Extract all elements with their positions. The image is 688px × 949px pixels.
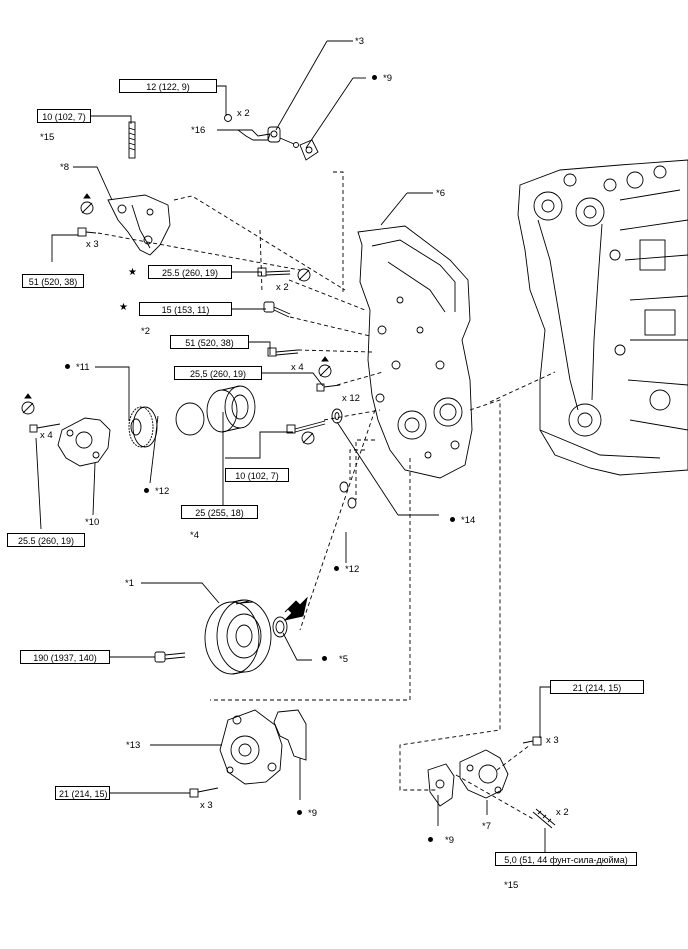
- qty-x12: x 12: [342, 393, 360, 404]
- gasket-part-9-top: [299, 139, 319, 161]
- seal-part-5: [272, 616, 288, 638]
- water-pump-part-13: [219, 709, 283, 785]
- torque-box-25-5-260-19-c: 25.5 (260, 19): [7, 533, 85, 547]
- torque-box-51-520-38-left: 51 (520, 38): [22, 274, 84, 288]
- bullet-dot: [144, 488, 149, 493]
- callout-6: *6: [436, 188, 445, 199]
- qty-x4-left: x 4: [40, 430, 53, 441]
- no-reuse-icon-c: [318, 356, 332, 378]
- qty-x3-pump: x 3: [200, 800, 213, 811]
- bracket-part-16: [224, 114, 271, 141]
- callout-13: *13: [126, 740, 141, 751]
- no-reuse-icon-b: [297, 268, 311, 282]
- callout-1: *1: [125, 578, 134, 589]
- bullet-dot: [334, 566, 339, 571]
- torque-box-12-122-9: 12 (122, 9): [119, 79, 217, 93]
- bullet-dot: [322, 656, 327, 661]
- cover-part-10: [57, 417, 111, 467]
- bolt-25-5-b: [316, 383, 341, 392]
- qty-x3-right: x 3: [546, 735, 559, 746]
- callout-9-bottom-right: *9: [445, 835, 454, 846]
- callout-7: *7: [482, 821, 491, 832]
- torque-box-5-0: 5,0 (51, 44 фунт-сила-дюйма): [495, 852, 637, 866]
- sensor-part-3: [267, 126, 299, 148]
- callout-4: *4: [190, 530, 199, 541]
- callout-5: *5: [339, 654, 348, 665]
- callout-15-top: *15: [40, 132, 55, 143]
- crankshaft-pulley-part-1: [204, 599, 272, 675]
- bolt-51-mid: [267, 347, 299, 357]
- qty-x2-stud: x 2: [556, 807, 569, 818]
- bullet-dot: [297, 810, 302, 815]
- o-ring-part-12-mid: [339, 481, 357, 509]
- no-reuse-icon-a: [80, 193, 94, 215]
- callout-12-mid: *12: [345, 564, 360, 575]
- bolt-21-left: [189, 787, 219, 798]
- qty-x2-top: x 2: [237, 108, 250, 119]
- bolt-left-cover: [29, 423, 61, 433]
- bolt-15: [263, 301, 291, 318]
- housing-part-7: [459, 749, 509, 799]
- bullet-dot: [372, 75, 377, 80]
- qty-x4-mid: x 4: [291, 362, 304, 373]
- qty-x3-bracket: x 3: [86, 239, 99, 250]
- no-reuse-icon-d: [21, 393, 35, 415]
- qty-x2-bolt: x 2: [276, 282, 289, 293]
- bolt-bracket: [77, 227, 97, 237]
- engine-block-illustration: [517, 159, 688, 476]
- torque-box-10-102-7-top: 10 (102, 7): [37, 109, 91, 123]
- torque-box-25-5-260-19-a: 25.5 (260, 19): [148, 265, 232, 279]
- arrow-icon: [283, 596, 308, 621]
- torque-box-21-214-15-left: 21 (214, 15): [55, 786, 110, 800]
- stud-part-15-top: [128, 121, 136, 159]
- stud-part-15-bottom: [532, 808, 556, 829]
- torque-box-15-153-11: 15 (153, 11): [139, 302, 232, 316]
- bullet-dot: [450, 517, 455, 522]
- bolt-190: [154, 651, 186, 663]
- gasket-part-9-bottom: [427, 763, 455, 807]
- star-marker: ★: [119, 302, 128, 313]
- callout-2: *2: [141, 326, 150, 337]
- washer-14: [331, 408, 343, 424]
- torque-box-51-520-38-mid: 51 (520, 38): [170, 335, 249, 349]
- callout-8: *8: [60, 162, 69, 173]
- engine-mount-bracket-part-8: [107, 194, 171, 256]
- callout-16: *16: [191, 125, 206, 136]
- torque-box-21-214-15-right: 21 (214, 15): [550, 680, 644, 694]
- bolt-21-right: [522, 736, 542, 746]
- torque-box-10-102-7-mid: 10 (102, 7): [225, 468, 289, 482]
- bolt-10-mid: [286, 420, 326, 434]
- torque-box-190: 190 (1937, 140): [20, 650, 110, 664]
- o-ring-part-12-left: [175, 402, 205, 436]
- bolt-25-5-a: [257, 267, 291, 277]
- oil-filter-cap-part-4: [206, 385, 256, 433]
- no-reuse-icon-e: [301, 431, 315, 445]
- torque-box-25-5-260-19-b: 25,5 (260, 19): [174, 366, 262, 380]
- torque-box-25-255-18: 25 (255, 18): [181, 505, 258, 519]
- water-pump-gasket-part-9: [273, 709, 307, 761]
- callout-12-left: *12: [155, 486, 170, 497]
- callout-11: *11: [76, 362, 90, 373]
- callout-9-top: *9: [383, 73, 392, 84]
- gear-part-11: [128, 406, 158, 448]
- callout-14: *14: [461, 515, 476, 526]
- callout-3: *3: [355, 36, 364, 47]
- callout-9-bottom-mid: *9: [308, 808, 317, 819]
- callout-15-bottom: *15: [504, 880, 519, 891]
- leader-lines: [35, 40, 550, 852]
- star-marker: ★: [128, 267, 137, 278]
- bullet-dot: [428, 837, 433, 842]
- timing-chain-cover-part-6: [357, 225, 473, 479]
- bullet-dot: [65, 364, 70, 369]
- callout-10: *10: [85, 517, 100, 528]
- alignment-dashed-lines: [97, 171, 556, 821]
